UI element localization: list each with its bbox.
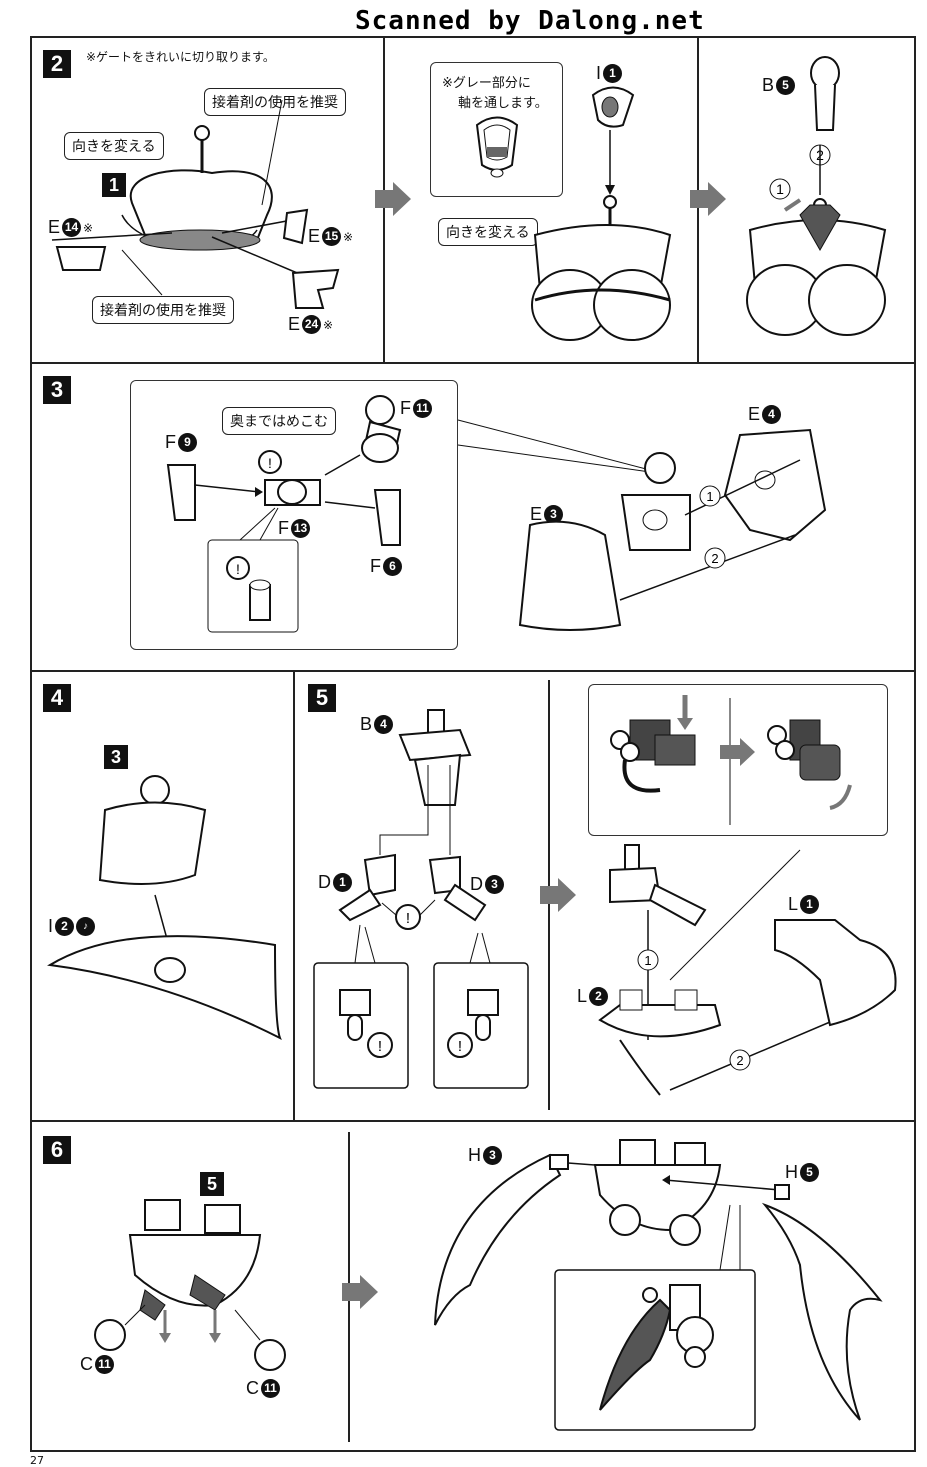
joint-parts-illustration: ! ! <box>166 395 651 633</box>
hip-joint-parts-illustration: ! ! ! <box>313 709 529 1089</box>
svg-text:1: 1 <box>644 953 651 968</box>
svg-text:!: ! <box>236 561 240 577</box>
part-e24-illustration <box>291 268 340 309</box>
part-b5-illustration <box>810 56 840 131</box>
tail-wings-illustration <box>434 1139 883 1431</box>
socket-detail-icon <box>475 116 519 178</box>
next-arrow-icon <box>540 878 576 912</box>
order-mark-1: 1 <box>769 178 791 200</box>
svg-text:!: ! <box>378 1038 382 1055</box>
joint-detail-box <box>130 380 458 650</box>
glue-callout: 接着剤の使用を推奨 <box>204 88 346 116</box>
gray-note-line: 軸を通します。 <box>458 96 548 111</box>
substep-number: 3 <box>104 745 128 769</box>
torso-with-collar-illustration <box>746 145 887 336</box>
gray-note-line: ※グレー部分に <box>442 76 531 91</box>
turn-callout: 向きを変える <box>64 132 164 160</box>
svg-text:!: ! <box>458 1038 462 1055</box>
push-in-callout: 奥まではめこむ <box>222 407 336 435</box>
hip-with-balls-illustration <box>94 1199 286 1371</box>
svg-text:1: 1 <box>776 181 784 197</box>
svg-text:!: ! <box>268 455 272 471</box>
glue-callout: 接着剤の使用を推奨 <box>92 296 234 324</box>
watermark: Scanned by Dalong.net <box>355 6 705 36</box>
neck-assembly-illustration: 1 2 <box>518 428 827 631</box>
gray-note-box <box>430 62 563 197</box>
step-number: 4 <box>43 684 71 712</box>
gate-note: ※ゲートをきれいに切り取ります。 <box>86 50 275 64</box>
rotation-detail-illustration <box>610 695 852 825</box>
rotation-detail-box <box>588 684 888 836</box>
svg-text:2: 2 <box>736 1053 743 1068</box>
part-e14-illustration <box>55 246 107 271</box>
torso-turned-illustration <box>531 130 672 341</box>
step-6-panel <box>30 1120 916 1452</box>
turn-callout: 向きを変える <box>438 218 538 246</box>
step-number: 5 <box>308 684 336 712</box>
svg-text:2: 2 <box>711 551 718 566</box>
torso-part-illustration <box>51 99 303 296</box>
substep-number: 5 <box>200 1172 224 1196</box>
substep-number: 1 <box>102 173 126 197</box>
svg-text:!: ! <box>406 910 410 927</box>
torso-on-skirt-illustration <box>47 775 282 1041</box>
step-number: 2 <box>43 50 71 78</box>
next-arrow-icon <box>690 182 726 216</box>
part-e15-illustration <box>282 208 309 245</box>
part-i1-illustration <box>591 86 635 128</box>
svg-text:1: 1 <box>706 489 713 504</box>
next-arrow-icon <box>342 1275 378 1309</box>
step-number: 6 <box>43 1136 71 1164</box>
page-number: 27 <box>30 1454 44 1467</box>
next-arrow-icon <box>375 182 411 216</box>
hip-assembly-illustration: 1 2 <box>598 844 897 1096</box>
step-number: 3 <box>43 376 71 404</box>
